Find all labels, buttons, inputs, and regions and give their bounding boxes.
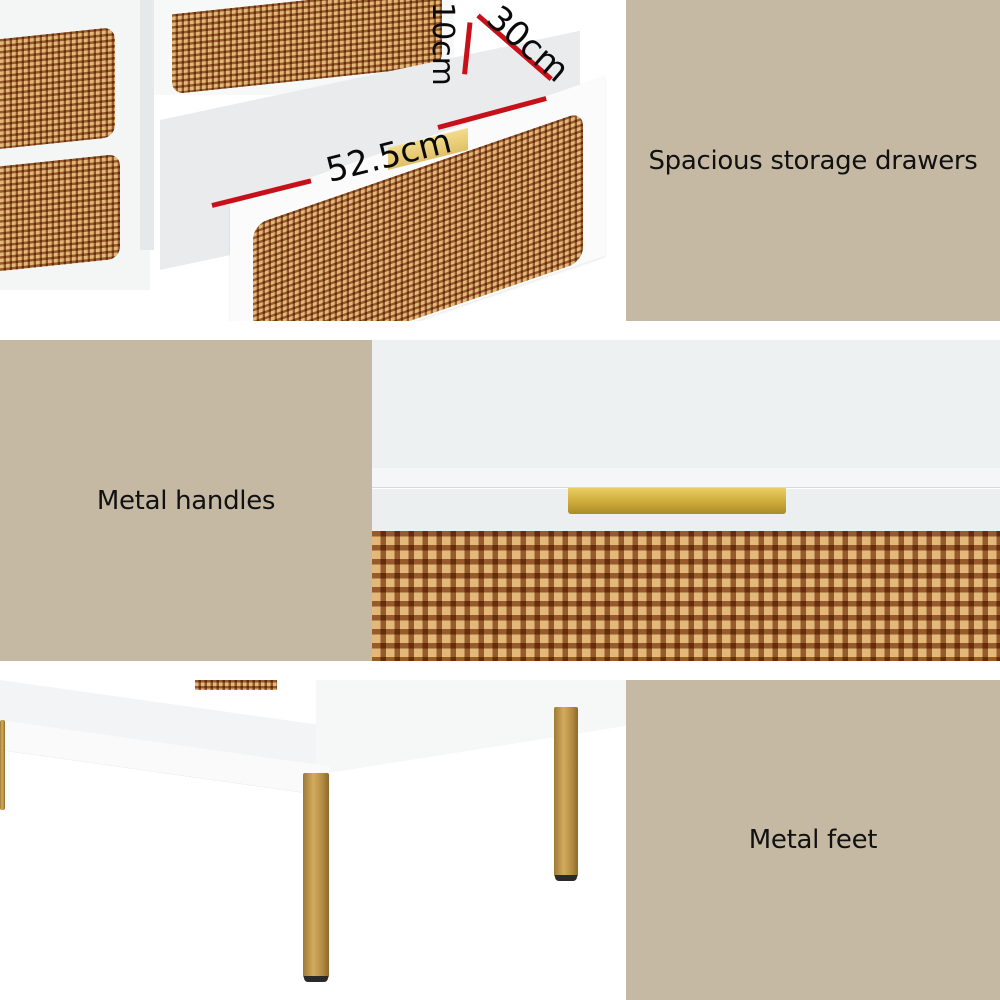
- feature-panel-storage: Spacious storage drawers: [626, 0, 1000, 321]
- rattan-panel-edge: [195, 680, 277, 690]
- feature-label-storage: Spacious storage drawers: [648, 145, 978, 176]
- cabinet-edge: [372, 468, 1000, 488]
- metal-leg-back: [554, 707, 578, 877]
- handle-closeup-photo: [372, 340, 1000, 661]
- drawer-dimensions-photo: 52.5cm 30cm 10cm: [0, 0, 612, 321]
- height-dimension-label: 10cm: [425, 2, 460, 86]
- legs-closeup-photo: [0, 680, 626, 1000]
- metal-leg-left-partial: [0, 720, 5, 810]
- feature-label-feet: Metal feet: [748, 825, 878, 855]
- metal-handle: [568, 488, 786, 514]
- feature-panel-handles: Metal handles: [0, 340, 372, 661]
- rattan-panel: [0, 26, 115, 150]
- metal-leg-front: [303, 773, 329, 978]
- feature-label-handles: Metal handles: [96, 485, 276, 516]
- feature-panel-feet: Metal feet: [626, 680, 1000, 1000]
- cabinet-top: [372, 340, 1000, 468]
- rattan-panel: [0, 153, 120, 272]
- rattan-panel: [372, 531, 1000, 661]
- leg-foot-cap: [304, 976, 328, 982]
- cabinet-divider: [140, 0, 154, 250]
- cabinet-side: [316, 680, 626, 775]
- leg-foot-cap: [555, 875, 577, 881]
